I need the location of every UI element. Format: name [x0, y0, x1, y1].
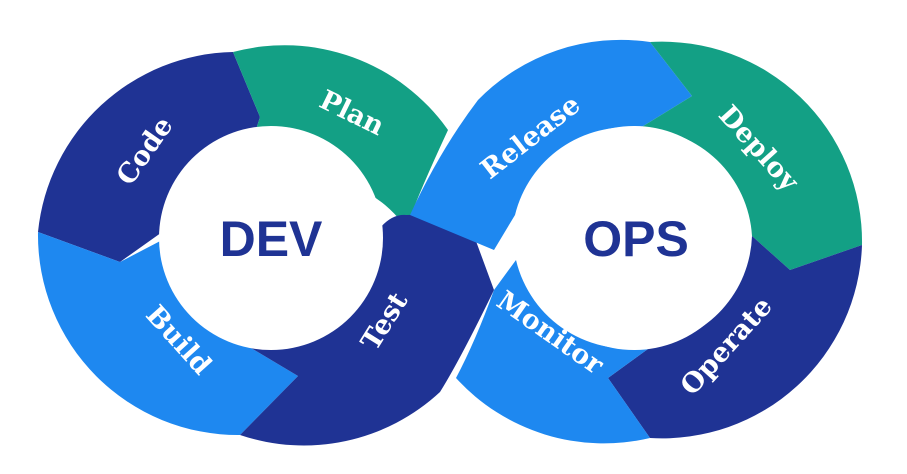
- segment-test: [240, 214, 494, 446]
- segment-operate: [608, 236, 862, 439]
- dev-center-label: DEV: [220, 211, 323, 267]
- segment-release: [410, 39, 692, 250]
- segment-build: [37, 232, 299, 436]
- dev-center-circle: [159, 126, 383, 350]
- ops-loop: [410, 39, 863, 444]
- ops-center-label: OPS: [583, 211, 689, 267]
- segment-deploy: [640, 41, 863, 270]
- segment-plan: [230, 45, 448, 229]
- segment-monitor: [456, 260, 652, 444]
- ops-center-circle: [522, 126, 746, 350]
